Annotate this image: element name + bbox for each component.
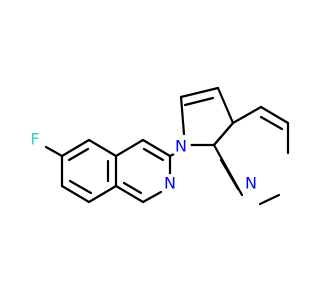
bond xyxy=(68,179,93,195)
fluorine-atom-label: F xyxy=(30,130,39,149)
bond xyxy=(142,147,165,162)
bond xyxy=(87,138,118,158)
bond xyxy=(212,121,235,147)
bond xyxy=(179,86,220,99)
molecule-diagram: F N N N xyxy=(25,86,290,206)
bond xyxy=(141,138,172,158)
atom-bg xyxy=(171,137,191,157)
pyrrole-nitrogen-label: N xyxy=(175,137,187,156)
bond xyxy=(179,95,186,136)
pyridine-nitrogen-label: N xyxy=(245,174,257,193)
atom-bg xyxy=(25,130,45,150)
bond xyxy=(258,193,281,206)
bond xyxy=(183,96,215,107)
atom-labels: F N N N xyxy=(25,130,261,194)
bond xyxy=(87,184,118,204)
bond xyxy=(259,115,284,131)
bond xyxy=(60,184,91,204)
structure-canvas: F N N N xyxy=(25,86,290,206)
bond xyxy=(44,145,64,158)
bond xyxy=(141,190,163,204)
bond xyxy=(114,138,145,158)
atom-bg xyxy=(241,174,261,194)
bond-group xyxy=(44,86,290,206)
bond xyxy=(67,147,90,162)
atom-bg xyxy=(160,174,180,194)
bond xyxy=(60,138,91,158)
bond xyxy=(219,158,240,191)
bond xyxy=(122,181,143,195)
bond xyxy=(216,86,235,125)
bond xyxy=(231,105,263,125)
isoquinoline-nitrogen-label: N xyxy=(164,174,176,193)
bond xyxy=(114,184,145,204)
bond xyxy=(259,105,290,125)
